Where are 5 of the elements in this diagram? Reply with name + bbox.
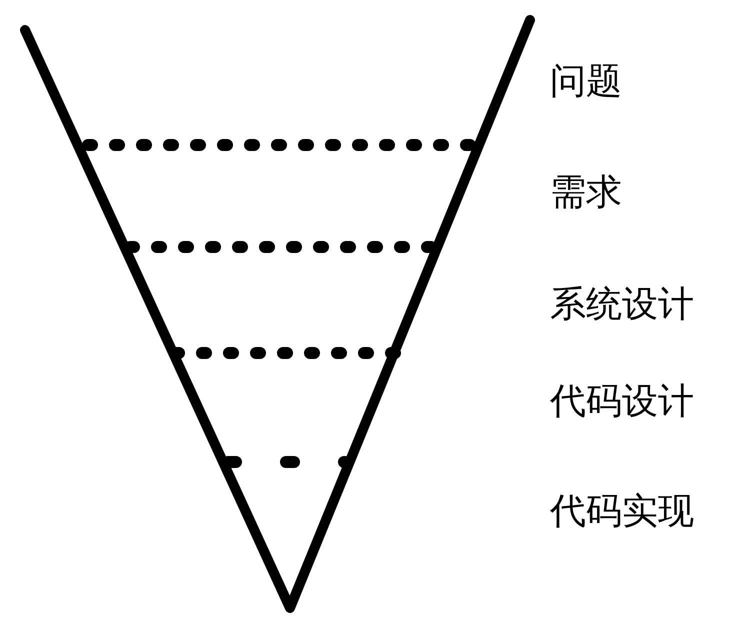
stage-label: 问题	[550, 60, 622, 104]
stage-label: 代码实现	[550, 490, 694, 534]
stage-label: 需求	[550, 171, 622, 215]
stage-label: 系统设计	[550, 283, 694, 327]
stage-label: 代码设计	[550, 380, 694, 424]
